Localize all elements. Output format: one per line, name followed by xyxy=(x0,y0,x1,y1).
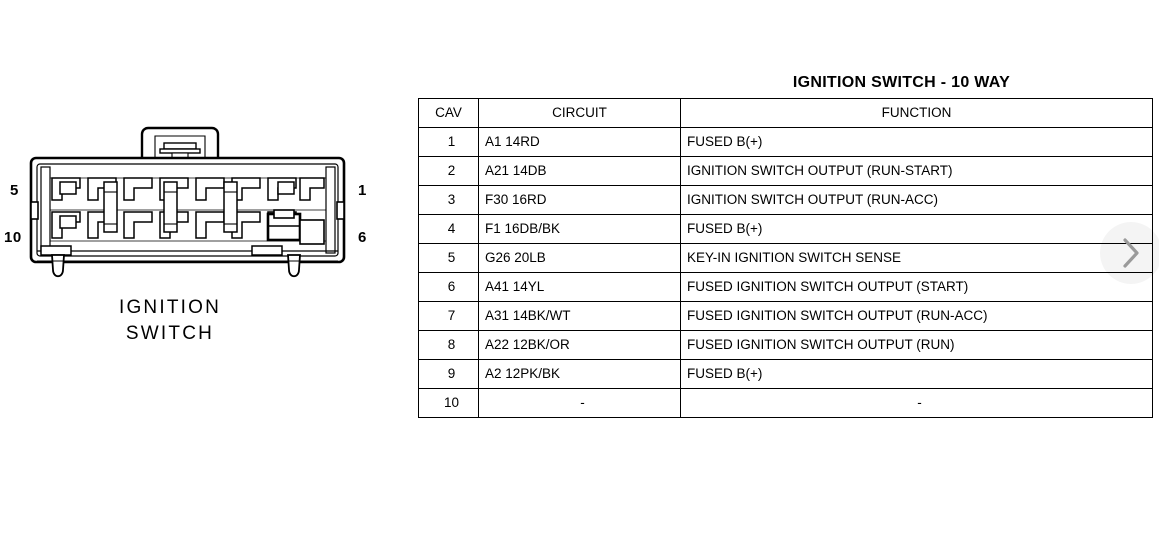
chevron-right-icon xyxy=(1123,238,1139,268)
cell-circuit: A41 14YL xyxy=(478,272,681,302)
caption-line-1: IGNITION xyxy=(118,297,222,318)
cell-cav: 1 xyxy=(418,127,479,157)
table-header-row: CAV CIRCUIT FUNCTION xyxy=(418,98,1153,128)
latch-tab xyxy=(140,126,220,162)
connector-diagram: 5 10 1 6 IGNITION SWITCH xyxy=(0,120,400,360)
table-row: 1 A1 14RD FUSED B(+) xyxy=(418,127,1153,157)
cell-circuit: A21 14DB xyxy=(478,156,681,186)
cell-cav: 7 xyxy=(418,301,479,331)
pin-label-5: 5 xyxy=(10,182,19,199)
table-row: 2 A21 14DB IGNITION SWITCH OUTPUT (RUN-S… xyxy=(418,156,1153,186)
table-row: 3 F30 16RD IGNITION SWITCH OUTPUT (RUN-A… xyxy=(418,185,1153,215)
cell-cav: 2 xyxy=(418,156,479,186)
cell-function: FUSED IGNITION SWITCH OUTPUT (START) xyxy=(680,272,1153,302)
cell-circuit: F1 16DB/BK xyxy=(478,214,681,244)
cell-function: FUSED IGNITION SWITCH OUTPUT (RUN) xyxy=(680,330,1153,360)
left-key-notch xyxy=(30,201,39,220)
table-title: IGNITION SWITCH - 10 WAY xyxy=(792,74,1011,91)
cell-cav: 5 xyxy=(418,243,479,273)
table-row: 6 A41 14YL FUSED IGNITION SWITCH OUTPUT … xyxy=(418,272,1153,302)
pin-label-1: 1 xyxy=(358,182,367,199)
pinout-table-panel: IGNITION SWITCH - 10 WAY CAV CIRCUIT FUN… xyxy=(418,74,1153,418)
cell-cav: 6 xyxy=(418,272,479,302)
right-rail xyxy=(325,166,336,254)
pin-label-10: 10 xyxy=(4,229,22,246)
cell-function: - xyxy=(680,388,1153,418)
connector-drawing xyxy=(29,126,346,278)
column-header-function: FUNCTION xyxy=(680,98,1153,128)
next-image-button[interactable] xyxy=(1100,222,1159,284)
cell-circuit: F30 16RD xyxy=(478,185,681,215)
cell-function: FUSED B(+) xyxy=(680,359,1153,389)
locking-peg-left xyxy=(51,254,65,278)
terminal-blades xyxy=(103,181,238,233)
column-header-circuit: CIRCUIT xyxy=(478,98,681,128)
table-row: 10 - - xyxy=(418,388,1153,418)
keyed-terminal-block xyxy=(266,209,325,245)
table-row: 7 A31 14BK/WT FUSED IGNITION SWITCH OUTP… xyxy=(418,301,1153,331)
pinout-table: CAV CIRCUIT FUNCTION 1 A1 14RD FUSED B(+… xyxy=(418,98,1153,418)
caption-line-2: SWITCH xyxy=(125,323,215,344)
cell-function: FUSED B(+) xyxy=(680,214,1153,244)
cell-circuit: A31 14BK/WT xyxy=(478,301,681,331)
column-header-cav: CAV xyxy=(418,98,479,128)
table-row: 9 A2 12PK/BK FUSED B(+) xyxy=(418,359,1153,389)
table-row: 5 G26 20LB KEY-IN IGNITION SWITCH SENSE xyxy=(418,243,1153,273)
pin-label-6: 6 xyxy=(358,229,367,246)
cell-cav: 8 xyxy=(418,330,479,360)
cell-function: FUSED IGNITION SWITCH OUTPUT (RUN-ACC) xyxy=(680,301,1153,331)
table-row: 4 F1 16DB/BK FUSED B(+) xyxy=(418,214,1153,244)
cell-cav: 4 xyxy=(418,214,479,244)
cell-cav: 3 xyxy=(418,185,479,215)
locking-peg-right xyxy=(287,254,301,278)
left-rail xyxy=(40,166,51,254)
cell-circuit: A2 12PK/BK xyxy=(478,359,681,389)
bottom-flange xyxy=(37,245,338,278)
cell-function: IGNITION SWITCH OUTPUT (RUN-ACC) xyxy=(680,185,1153,215)
cell-cav: 9 xyxy=(418,359,479,389)
cell-cav: 10 xyxy=(418,388,479,418)
terminal-detail-upper-right xyxy=(59,181,295,229)
cell-circuit: - xyxy=(478,388,681,418)
cell-function: IGNITION SWITCH OUTPUT (RUN-START) xyxy=(680,156,1153,186)
cell-function: KEY-IN IGNITION SWITCH SENSE xyxy=(680,243,1153,273)
table-row: 8 A22 12BK/OR FUSED IGNITION SWITCH OUTP… xyxy=(418,330,1153,360)
cell-circuit: A22 12BK/OR xyxy=(478,330,681,360)
connector-caption: IGNITION SWITCH xyxy=(0,295,340,347)
cell-circuit: G26 20LB xyxy=(478,243,681,273)
cell-function: FUSED B(+) xyxy=(680,127,1153,157)
cell-circuit: A1 14RD xyxy=(478,127,681,157)
right-key-notch xyxy=(336,201,345,220)
